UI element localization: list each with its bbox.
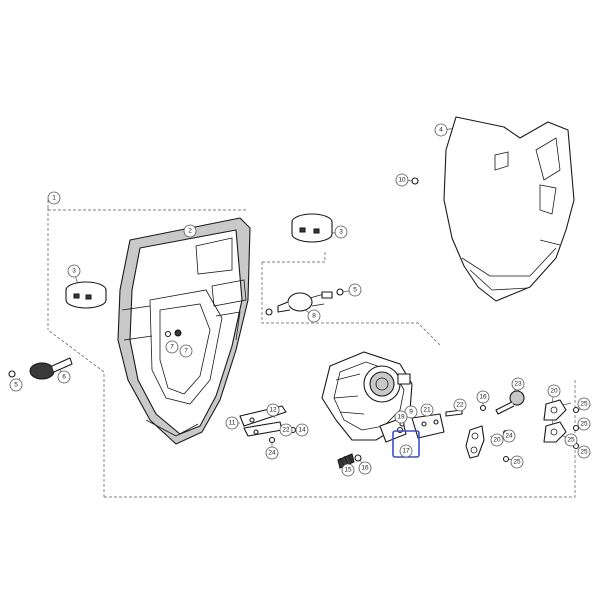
bracket-20-right: [543, 399, 567, 443]
callout-number: 21: [423, 407, 431, 414]
callout-4: 4: [434, 123, 448, 137]
callout-number: 5: [14, 382, 18, 389]
callout-6: 6: [57, 370, 71, 384]
adjuster-bolt: [495, 390, 525, 415]
number-plate-cover: [443, 116, 575, 302]
callout-number: 3: [72, 268, 76, 275]
fastener-knob: [277, 291, 333, 313]
spring: [337, 453, 362, 469]
callout-5: 5: [9, 378, 23, 392]
callout-number: 20: [550, 388, 558, 395]
callout-number: 23: [514, 381, 522, 388]
headlight-unit: [321, 351, 463, 443]
callout-number: 22: [282, 427, 290, 434]
callout-number: 25: [580, 421, 588, 428]
callout-23: 23: [511, 377, 525, 391]
callout-25: 25: [577, 445, 591, 459]
callout-10: 10: [395, 173, 409, 187]
callout-number: 1: [52, 195, 56, 202]
callout-number: 24: [505, 433, 513, 440]
callout-25: 25: [577, 417, 591, 431]
callout-1: 1: [47, 191, 61, 205]
callout-20: 20: [490, 433, 504, 447]
callout-number: 3: [339, 229, 343, 236]
callout-number: 9: [409, 409, 413, 416]
callout-20: 20: [547, 384, 561, 398]
callout-number: 25: [580, 449, 588, 456]
callout-number: 2: [188, 228, 192, 235]
callout-12: 12: [266, 403, 280, 417]
callout-number: 17: [402, 448, 410, 455]
callout-number: 25: [513, 459, 521, 466]
callout-number: 7: [184, 348, 188, 355]
callout-number: 4: [439, 127, 443, 134]
callout-number: 16: [361, 465, 369, 472]
callout-2: 2: [183, 224, 197, 238]
callout-number: 25: [567, 437, 575, 444]
callout-number: 22: [456, 402, 464, 409]
callout-25: 25: [564, 433, 578, 447]
callout-number: 20: [493, 437, 501, 444]
callout-number: 6: [62, 374, 66, 381]
callout-5: 5: [348, 283, 362, 297]
callout-number: 19: [397, 414, 405, 421]
callout-22: 22: [279, 423, 293, 437]
callout-24: 24: [265, 446, 279, 460]
callout-number: 7: [170, 344, 174, 351]
callout-16: 16: [476, 390, 490, 404]
callout-21: 21: [420, 403, 434, 417]
callout-15: 15: [341, 463, 355, 477]
assembly-boundary: [47, 200, 576, 498]
callout-3: 3: [334, 225, 348, 239]
callout-17: 17: [399, 444, 413, 458]
fastener-knob-left: [8, 357, 73, 380]
callout-number: 14: [298, 427, 306, 434]
callout-number: 8: [312, 313, 316, 320]
callout-7: 7: [165, 340, 179, 354]
callout-22: 22: [453, 398, 467, 412]
callout-number: 24: [268, 450, 276, 457]
callout-11: 11: [225, 416, 239, 430]
rubber-clamp-right: [291, 213, 333, 243]
callout-number: 5: [353, 287, 357, 294]
callout-number: 11: [229, 420, 236, 427]
rubber-clamp-left: [65, 281, 107, 309]
headlight-mask: [117, 217, 251, 445]
bracket-20-center: [465, 425, 485, 459]
callout-19: 19: [394, 410, 408, 424]
callout-3: 3: [67, 264, 81, 278]
callout-number: 15: [344, 467, 352, 474]
callout-24: 24: [502, 429, 516, 443]
callout-9: 9: [404, 405, 418, 419]
callout-7: 7: [179, 344, 193, 358]
callout-number: 10: [398, 177, 406, 184]
callout-25: 25: [577, 397, 591, 411]
callout-16: 16: [358, 461, 372, 475]
callout-number: 16: [479, 394, 487, 401]
callout-14: 14: [295, 423, 309, 437]
callout-number: 12: [269, 407, 277, 414]
washer-16: [479, 404, 487, 412]
callout-number: 25: [580, 401, 588, 408]
callout-8: 8: [307, 309, 321, 323]
callout-25: 25: [510, 455, 524, 469]
screws: [164, 177, 419, 338]
